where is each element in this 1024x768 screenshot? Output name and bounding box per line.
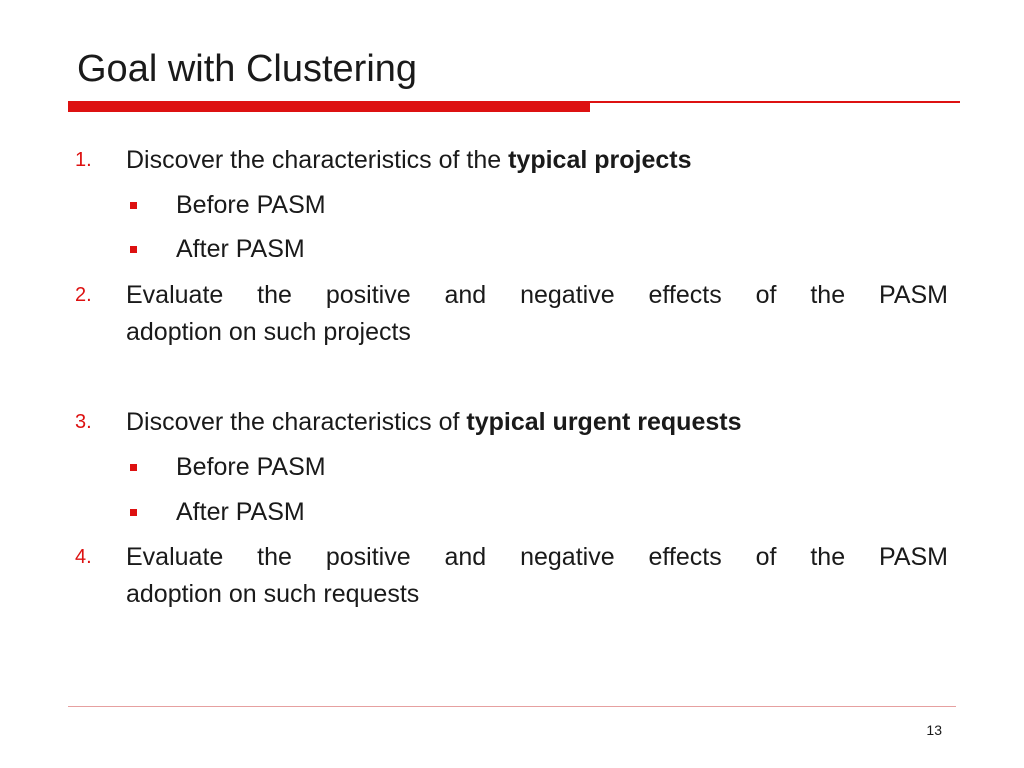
item-text-line-2: adoption on such projects [126,318,411,346]
item-number: 2. [75,284,92,306]
sub-item-text: Before PASM [176,453,326,481]
item-text: Discover the characteristics of the typi… [126,142,948,179]
item-text: Evaluate the positive and negative effec… [126,539,948,613]
item-number: 3. [75,411,92,433]
slide-title: Goal with Clustering [77,48,418,90]
square-bullet-icon [130,464,137,471]
footer-divider [68,706,956,707]
title-underline-thick [68,101,590,112]
item-text-regular: Discover the characteristics of [126,408,467,436]
sub-item-text: After PASM [176,235,305,263]
title-underline-thin [590,101,960,103]
sub-item-text: Before PASM [176,191,326,219]
page-number: 13 [926,722,942,738]
item-number: 4. [75,546,92,568]
square-bullet-icon [130,509,137,516]
item-text: Discover the characteristics of typical … [126,404,948,441]
item-text-line-2: adoption on such requests [126,580,420,608]
square-bullet-icon [130,246,137,253]
square-bullet-icon [130,202,137,209]
sub-item-text: After PASM [176,498,305,526]
item-text-bold: typical urgent requests [466,408,742,436]
item-text-line-1: Evaluate the positive and negative effec… [126,543,948,571]
item-text-regular: Discover the characteristics of the [126,146,509,174]
item-text: Evaluate the positive and negative effec… [126,277,948,351]
item-text-bold: typical projects [508,146,692,174]
item-number: 1. [75,149,92,171]
item-text-line-1: Evaluate the positive and negative effec… [126,281,948,309]
